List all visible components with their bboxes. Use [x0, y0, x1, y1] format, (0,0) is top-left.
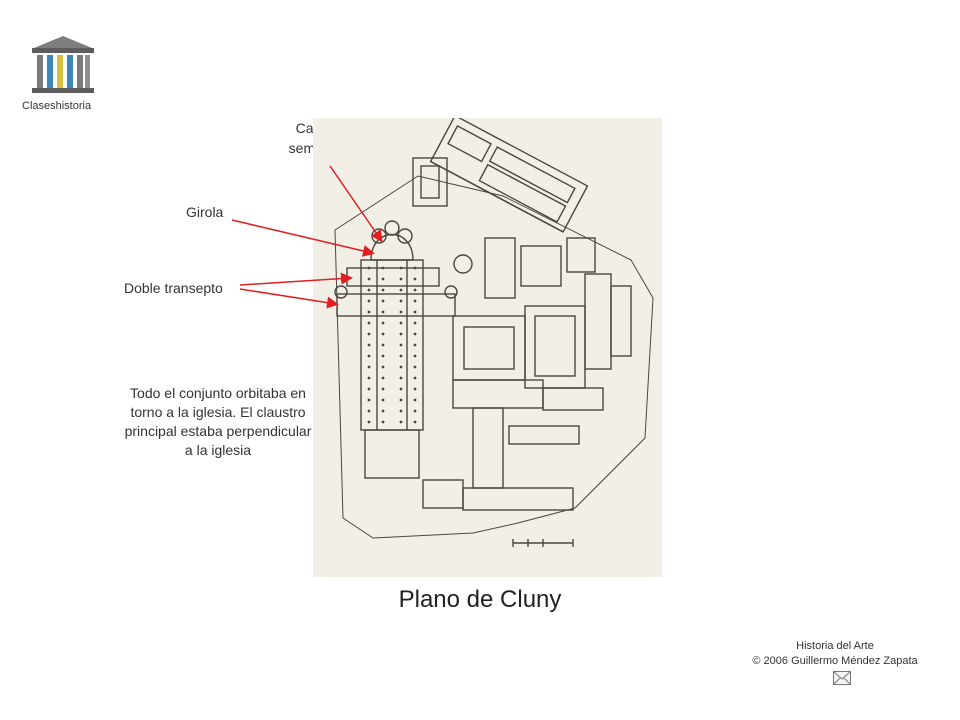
pillar-dot	[413, 376, 417, 380]
pillar-dot	[399, 310, 403, 314]
pillar-dot	[381, 343, 385, 347]
pillar-dot	[399, 332, 403, 336]
pillar-dot	[367, 277, 371, 281]
pillar-dot	[399, 277, 403, 281]
pillar-dot	[367, 398, 371, 402]
pillar-dot	[367, 409, 371, 413]
pillar-dot	[413, 299, 417, 303]
pillar-dot	[381, 288, 385, 292]
pillar-dot	[413, 420, 417, 424]
pillar-dot	[399, 354, 403, 358]
pillar-dot	[367, 288, 371, 292]
annotation-conjunto-line-1: Todo el conjunto orbitaba en	[130, 385, 306, 401]
pillar-dot	[399, 288, 403, 292]
pillar-dot	[367, 310, 371, 314]
pillar-dot	[367, 387, 371, 391]
pillar-dot	[381, 354, 385, 358]
pillar-dot	[367, 332, 371, 336]
pillar-dot	[367, 376, 371, 380]
pillar-dot	[413, 387, 417, 391]
pillar-dot	[367, 365, 371, 369]
pillar-dot	[413, 409, 417, 413]
pillar-dot	[381, 376, 385, 380]
pillar-dot	[413, 321, 417, 325]
pillar-dot	[381, 398, 385, 402]
temple-icon[interactable]	[28, 34, 98, 96]
pillar-dot	[367, 299, 371, 303]
pillar-dot	[367, 343, 371, 347]
pillar-dot	[367, 420, 371, 424]
cluny-plan-image	[313, 118, 662, 577]
pillar-dot	[413, 398, 417, 402]
pillar-dot	[381, 277, 385, 281]
pillar-dot	[399, 420, 403, 424]
pillar-dot	[367, 266, 371, 270]
pillar-dot	[413, 310, 417, 314]
annotation-conjunto: Todo el conjunto orbitaba en torno a la …	[104, 384, 332, 460]
pillar-dot	[399, 321, 403, 325]
site-name: Claseshistoria	[22, 100, 92, 112]
footer-copyright: © 2006 Guillermo Méndez Zapata	[752, 655, 918, 667]
pillar-dot	[381, 365, 385, 369]
annotation-conjunto-line-3: principal estaba perpendicular	[124, 423, 312, 439]
annotation-conjunto-line-4: a la iglesia	[184, 442, 252, 458]
annotation-girola: Girola	[186, 204, 224, 220]
mail-icon[interactable]	[833, 671, 851, 685]
pillar-dot	[413, 343, 417, 347]
pillar-dot	[381, 321, 385, 325]
annotation-conjunto-line-2: torno a la iglesia. El claustro	[130, 404, 306, 420]
pillar-dot	[399, 343, 403, 347]
pillar-dot	[413, 354, 417, 358]
pillar-dot	[381, 299, 385, 303]
pillar-dot	[399, 409, 403, 413]
annotation-doble-transepto: Doble transepto	[124, 280, 223, 296]
page-title: Plano de Cluny	[398, 586, 562, 613]
pillar-dot	[381, 420, 385, 424]
footer-course: Historia del Arte	[796, 640, 874, 652]
pillar-dot	[399, 387, 403, 391]
pillar-dot	[399, 376, 403, 380]
pillar-dot	[413, 266, 417, 270]
pillar-dot	[399, 365, 403, 369]
pillar-dot	[413, 365, 417, 369]
pillar-dot	[381, 409, 385, 413]
pillar-dot	[399, 299, 403, 303]
pillar-dot	[381, 332, 385, 336]
pillar-dot	[367, 354, 371, 358]
pillar-dot	[399, 398, 403, 402]
pillar-dot	[399, 266, 403, 270]
pillar-dot	[381, 387, 385, 391]
footer-credits: Historia del Arte © 2006 Guillermo Ménde…	[720, 639, 950, 669]
pillar-dot	[413, 288, 417, 292]
pillar-dot	[381, 266, 385, 270]
pillar-dot	[381, 310, 385, 314]
pillar-dot	[413, 332, 417, 336]
pillar-dot	[367, 321, 371, 325]
pillar-dot	[413, 277, 417, 281]
